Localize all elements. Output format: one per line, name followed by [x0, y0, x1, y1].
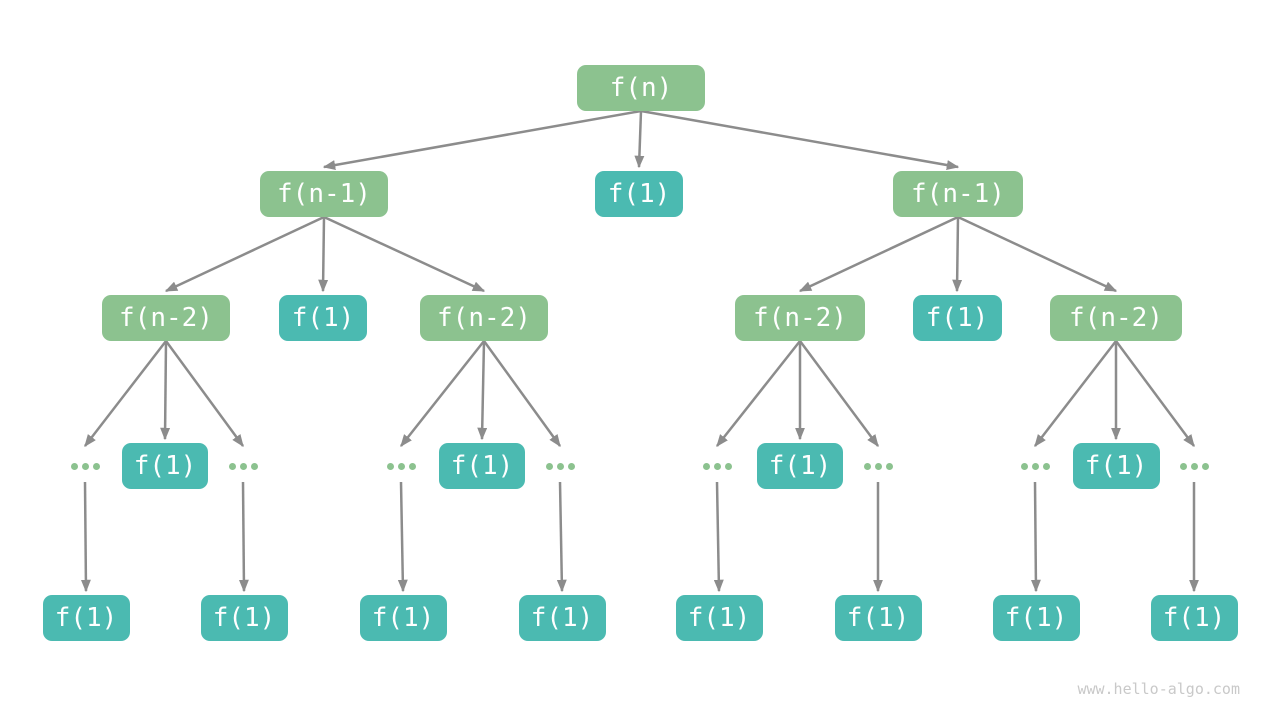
tree-node-b7: f(1): [992, 595, 1080, 641]
tree-edge-fn2c-e5: [716, 340, 801, 447]
ellipsis-dot: [1201, 462, 1209, 470]
tree-node-fn2c: f(n-2): [735, 295, 865, 341]
ellipsis-node-e8: [1174, 450, 1214, 482]
watermark-text: www.hello-algo.com: [1077, 680, 1240, 698]
tree-node-b1: f(1): [42, 595, 130, 641]
ellipsis-dot: [239, 462, 247, 470]
ellipsis-node-e1: [65, 450, 105, 482]
ellipsis-dot: [92, 462, 100, 470]
tree-node-fn: f(n): [577, 65, 705, 111]
ellipsis-dot: [250, 462, 258, 470]
tree-node-b8: f(1): [1150, 595, 1238, 641]
tree-edge-fn1r-fn2c: [798, 215, 959, 293]
tree-node-f1d2: f(1): [439, 443, 525, 489]
tree-edge-fn2d-e8: [1114, 340, 1196, 448]
tree-node-b5: f(1): [675, 595, 763, 641]
tree-edge-fn1r-f1b: [952, 216, 963, 293]
ellipsis-dot: [545, 462, 553, 470]
tree-edge-fn2b-f1d2: [477, 340, 488, 441]
tree-edge-e7-b7: [1030, 481, 1041, 593]
ellipsis-dot: [81, 462, 89, 470]
tree-edge-fn2d-e7: [1034, 340, 1117, 447]
tree-node-f1c: f(1): [595, 171, 683, 217]
tree-edge-fn2b-e3: [400, 340, 485, 447]
tree-edge-e5-b5: [713, 481, 724, 593]
ellipsis-dot: [1179, 462, 1187, 470]
tree-edge-e3-b3: [397, 481, 408, 593]
tree-edge-fn1l-f1a: [318, 216, 329, 293]
tree-edge-fn-fn1l: [322, 109, 642, 170]
ellipsis-dot: [228, 462, 236, 470]
ellipsis-dot: [386, 462, 394, 470]
ellipsis-dot: [874, 462, 882, 470]
tree-node-f1b: f(1): [912, 295, 1002, 341]
tree-node-fn2d: f(n-2): [1050, 295, 1182, 341]
ellipsis-dot: [702, 462, 710, 470]
tree-edge-e1-b1: [80, 481, 91, 593]
tree-edge-fn2b-e4: [482, 340, 562, 448]
ellipsis-dot: [1031, 462, 1039, 470]
ellipsis-node-e6: [858, 450, 898, 482]
tree-edge-fn1l-fn2a: [164, 215, 325, 293]
tree-edge-fn2c-e6: [798, 340, 880, 448]
ellipsis-dot: [713, 462, 721, 470]
tree-node-f1d4: f(1): [1072, 443, 1160, 489]
tree-edge-e4-b4: [556, 481, 567, 593]
ellipsis-dot: [1042, 462, 1050, 470]
tree-node-f1d1: f(1): [122, 443, 208, 489]
tree-edge-fn2a-f1d1: [160, 340, 171, 441]
ellipsis-dot: [408, 462, 416, 470]
ellipsis-dot: [724, 462, 732, 470]
ellipsis-node-e5: [697, 450, 737, 482]
tree-node-b3: f(1): [359, 595, 447, 641]
tree-edge-fn2a-e2: [164, 340, 245, 448]
tree-node-f1d3: f(1): [757, 443, 843, 489]
ellipsis-dot: [1190, 462, 1198, 470]
tree-node-fn2a: f(n-2): [102, 295, 230, 341]
tree-edge-fn1r-fn2d: [957, 215, 1118, 293]
tree-edge-fn-fn1r: [640, 109, 960, 170]
ellipsis-node-e3: [381, 450, 421, 482]
tree-edge-fn-f1c: [634, 110, 645, 169]
ellipsis-dot: [1020, 462, 1028, 470]
ellipsis-node-e2: [223, 450, 263, 482]
tree-edge-fn1l-fn2b: [323, 215, 486, 293]
ellipsis-dot: [397, 462, 405, 470]
ellipsis-node-e4: [540, 450, 580, 482]
tree-node-fn1r: f(n-1): [893, 171, 1023, 217]
ellipsis-node-e7: [1015, 450, 1055, 482]
ellipsis-dot: [885, 462, 893, 470]
tree-node-fn1l: f(n-1): [260, 171, 388, 217]
tree-node-b6: f(1): [834, 595, 922, 641]
ellipsis-dot: [567, 462, 575, 470]
tree-node-f1a: f(1): [279, 295, 367, 341]
tree-node-fn2b: f(n-2): [420, 295, 548, 341]
ellipsis-dot: [863, 462, 871, 470]
ellipsis-dot: [556, 462, 564, 470]
tree-edge-fn2a-e1: [84, 340, 167, 447]
tree-node-b4: f(1): [518, 595, 606, 641]
ellipsis-dot: [70, 462, 78, 470]
tree-edge-e2-b2: [238, 481, 249, 593]
tree-node-b2: f(1): [200, 595, 288, 641]
